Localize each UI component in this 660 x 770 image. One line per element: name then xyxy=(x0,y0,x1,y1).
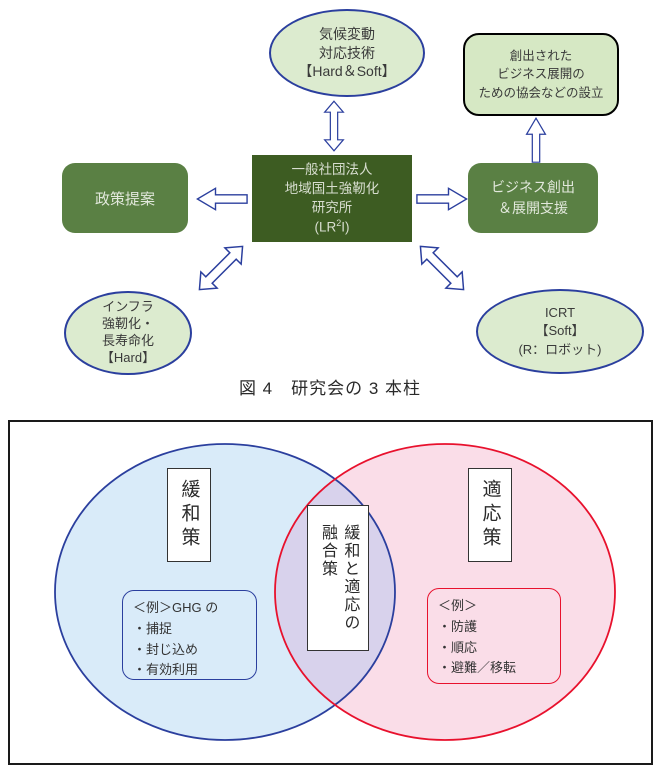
double-arrow-vertical-icon xyxy=(321,100,347,152)
climate-tech-line: 【Hard＆Soft】 xyxy=(298,63,396,80)
arrow-up-icon xyxy=(523,117,549,163)
infra-line: 長寿命化 xyxy=(101,333,154,348)
mitigation-example-item: ・捕捉 xyxy=(133,620,173,636)
business-line: ＆展開支援 xyxy=(498,200,568,216)
association-line: ための協会などの設立 xyxy=(478,85,604,100)
policy-proposal-box: 政策提案 xyxy=(62,163,188,233)
infra-line: 強靭化・ xyxy=(101,316,154,332)
adaptation-examples-title: ＜例＞ xyxy=(438,598,478,613)
icrt-line: 【Soft】 xyxy=(535,323,585,339)
lr2i-institute-box: 一般社団法人 地域国土強靭化 研究所 (LR2I) xyxy=(252,155,412,242)
arrow-left-icon xyxy=(196,186,248,212)
icrt-line: (R：ロボット) xyxy=(518,341,602,357)
policy-label: 政策提案 xyxy=(94,190,155,208)
arrow-right-icon xyxy=(416,186,468,212)
icrt-ellipse: ICRT 【Soft】 (R：ロボット) xyxy=(476,289,644,374)
infra-line: 【Hard】 xyxy=(100,349,156,365)
adaptation-example-item: ・避難／移転 xyxy=(438,660,517,676)
infrastructure-ellipse: インフラ 強靭化・ 長寿命化 【Hard】 xyxy=(64,291,192,375)
institute-line: 研究所 xyxy=(311,200,353,216)
institute-acronym: (LR2I) xyxy=(314,218,350,235)
climate-tech-line: 対応技術 xyxy=(319,44,375,61)
figure-caption: 図 4 研究会の 3 本柱 xyxy=(238,379,422,398)
venn-diagram-frame: 緩和策 適応策 緩和と適応の 融合策 ＜例＞GHG の ・捕捉 ・封じ込め ・有… xyxy=(8,420,653,765)
mitigation-examples-box: ＜例＞GHG の ・捕捉 ・封じ込め ・有効利用 xyxy=(122,590,257,680)
adaptation-label: 適応策 xyxy=(468,468,512,562)
icrt-line: ICRT xyxy=(544,305,576,321)
adaptation-example-item: ・防護 xyxy=(438,618,478,634)
institute-line: 地域国土強靭化 xyxy=(284,181,380,197)
mitigation-example-item: ・封じ込め xyxy=(133,641,199,657)
adaptation-example-item: ・順応 xyxy=(438,639,478,655)
infra-line: インフラ xyxy=(102,299,154,315)
double-arrow-diagonal-left-icon xyxy=(189,236,253,300)
fusion-label: 緩和と適応の 融合策 xyxy=(307,505,369,651)
business-line: ビジネス創出 xyxy=(491,179,575,195)
climate-tech-ellipse: 気候変動 対応技術 【Hard＆Soft】 xyxy=(269,9,425,97)
business-support-box: ビジネス創出 ＆展開支援 xyxy=(468,163,598,233)
association-line: ビジネス展開の xyxy=(497,67,585,82)
adaptation-examples-box: ＜例＞ ・防護 ・順応 ・避難／移転 xyxy=(427,588,561,684)
mitigation-examples-title: ＜例＞GHG の xyxy=(133,600,219,615)
association-setup-box: 創出された ビジネス展開の ための協会などの設立 xyxy=(463,33,619,116)
acronym-superscript: 2 xyxy=(336,218,342,229)
mitigation-example-item: ・有効利用 xyxy=(133,662,199,678)
mitigation-label: 緩和策 xyxy=(167,468,211,562)
double-arrow-diagonal-right-icon xyxy=(410,236,474,300)
association-line: 創出された xyxy=(509,49,573,64)
climate-tech-line: 気候変動 xyxy=(319,26,375,43)
institute-line: 一般社団法人 xyxy=(291,161,373,177)
